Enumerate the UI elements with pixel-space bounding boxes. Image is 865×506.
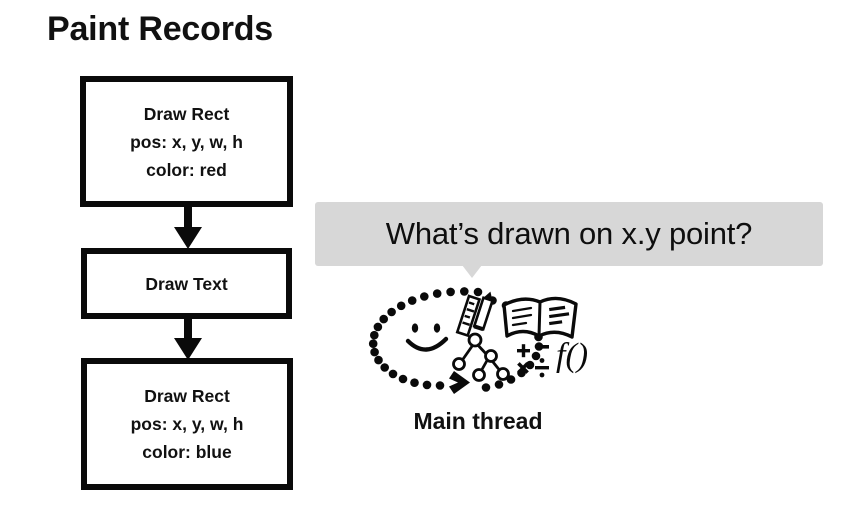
pencil-icon xyxy=(472,291,495,332)
paint-record-box-draw-rect-red: Draw Rect pos: x, y, w, h color: red xyxy=(80,76,293,207)
paint-record-box-draw-rect-blue: Draw Rect pos: x, y, w, h color: blue xyxy=(81,358,293,490)
record-line: color: blue xyxy=(142,442,232,462)
record-line: color: red xyxy=(146,159,227,180)
main-thread-label: Main thread xyxy=(413,408,543,434)
paint-record-box-draw-text: Draw Text xyxy=(81,248,292,319)
speech-bubble: What’s drawn on x.y point? xyxy=(315,202,823,266)
ruler-icon xyxy=(455,294,482,338)
page-title: Paint Records xyxy=(47,10,274,48)
record-line: pos: x, y, w, h xyxy=(130,414,244,434)
down-arrow-icon xyxy=(170,315,206,362)
record-line: Draw Rect xyxy=(144,386,230,406)
tree-graph-icon xyxy=(452,332,510,382)
open-book-icon xyxy=(502,296,578,339)
record-line: Draw Rect xyxy=(143,103,230,124)
record-line: Draw Text xyxy=(145,273,228,294)
speech-bubble-text: What’s drawn on x.y point? xyxy=(385,216,753,251)
down-arrow-icon xyxy=(170,203,206,251)
function-notation-icon: f() xyxy=(556,337,588,374)
speech-bubble-tail-icon xyxy=(462,265,482,278)
record-line: pos: x, y, w, h xyxy=(130,131,243,152)
thinking-loop-icon: f() xyxy=(358,283,598,395)
math-operators-icon xyxy=(517,344,549,378)
